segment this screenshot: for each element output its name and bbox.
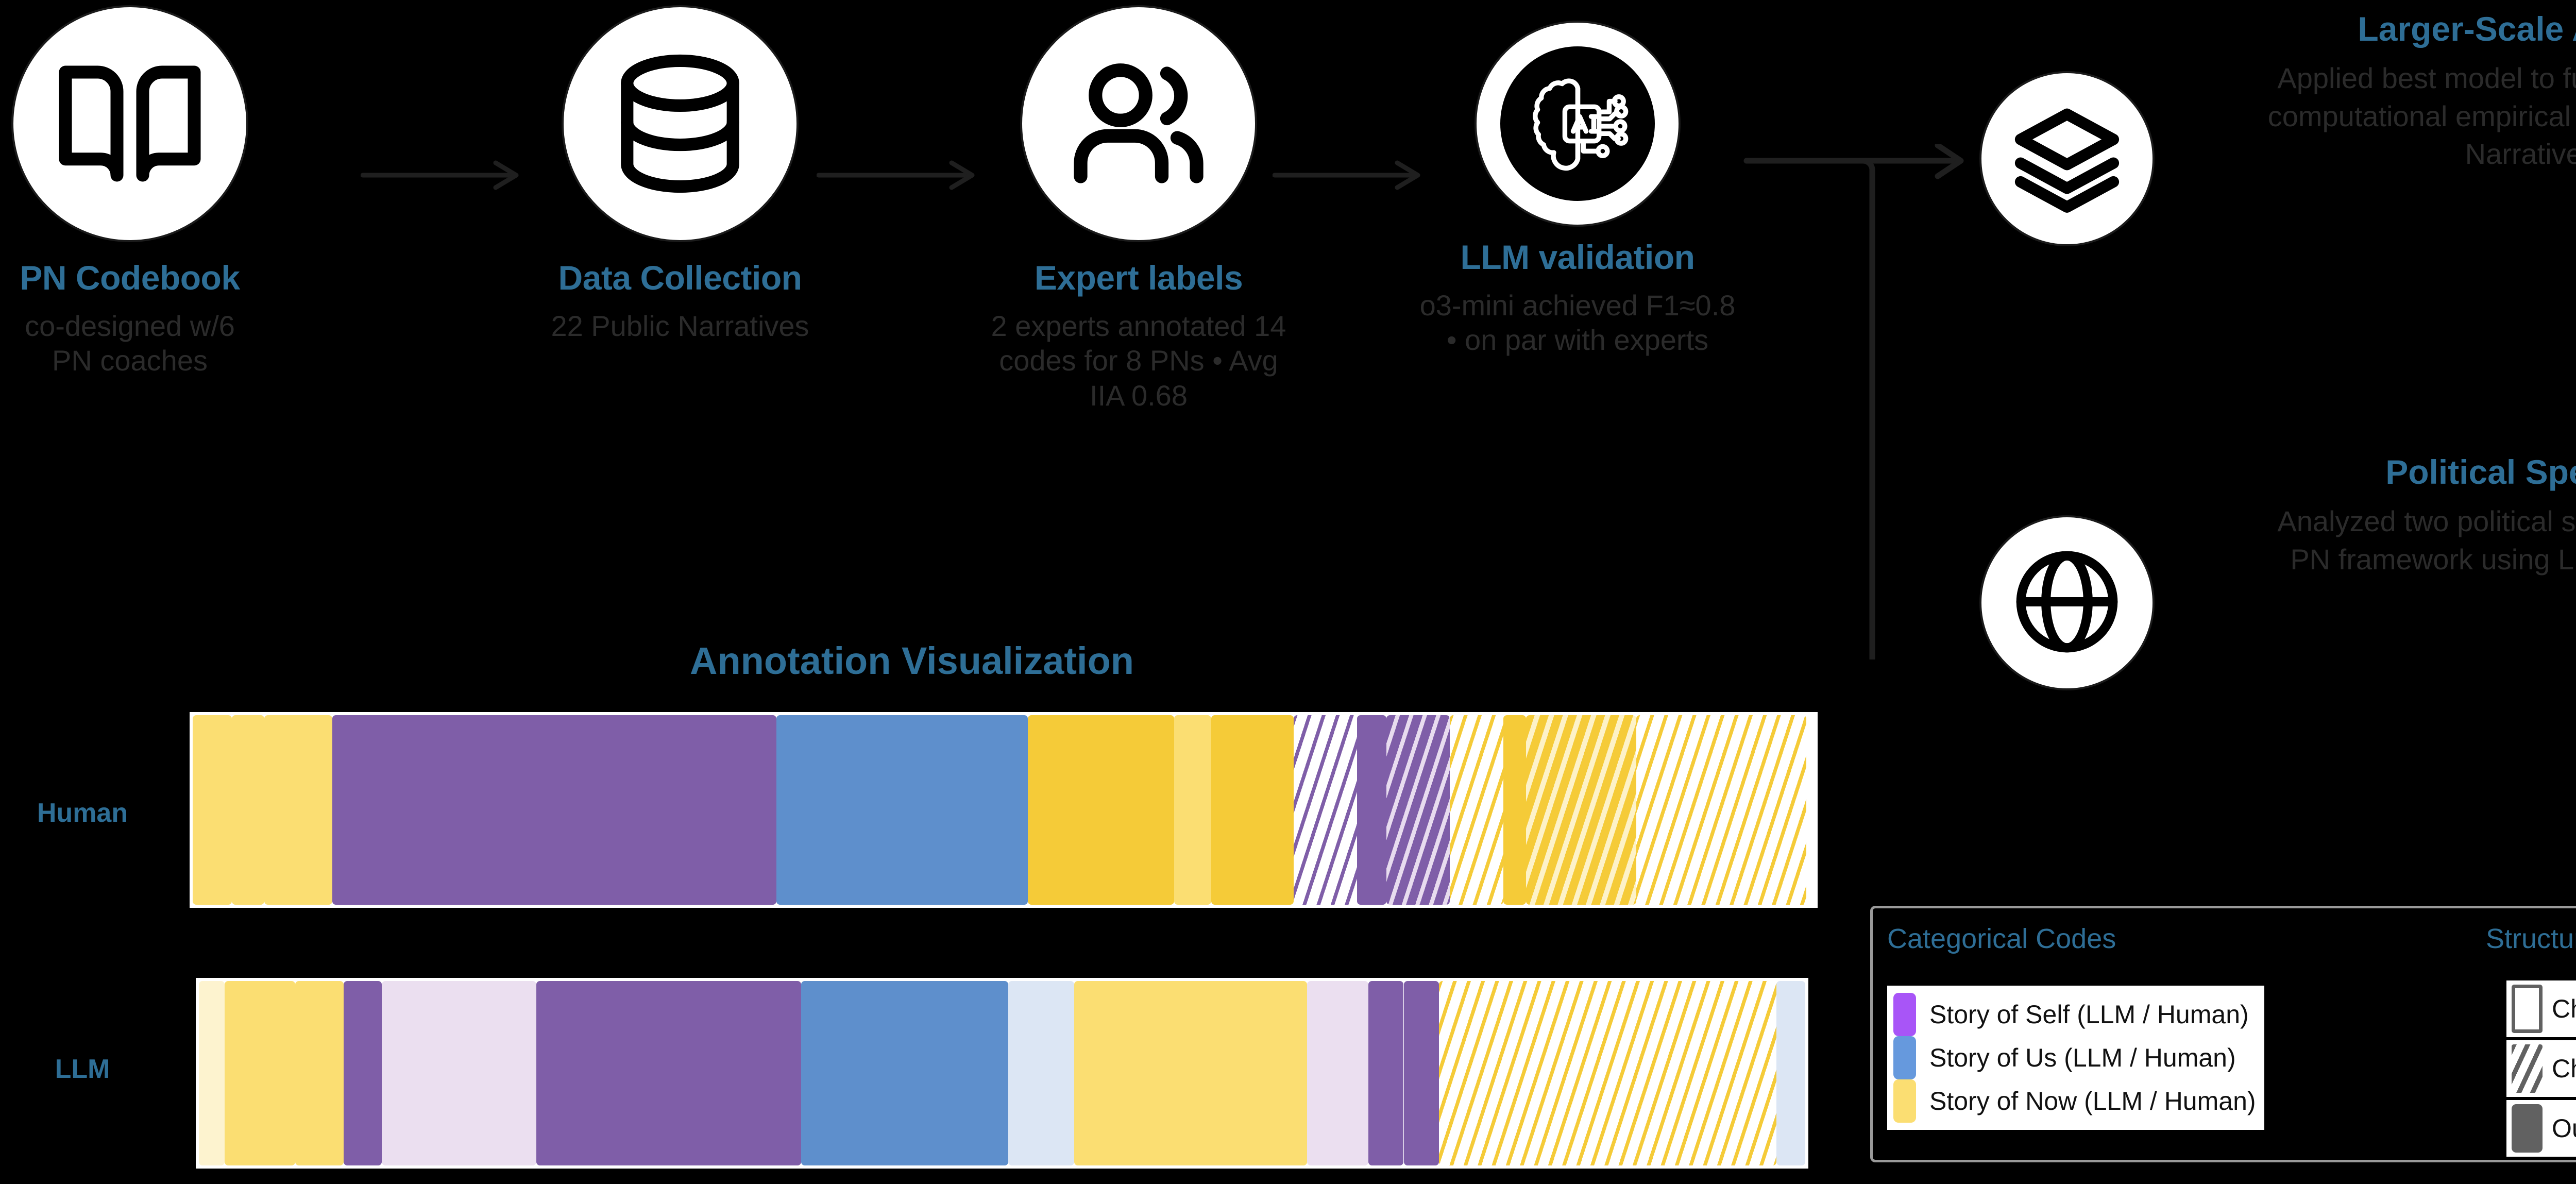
- annotation-bar-llm[interactable]: [196, 978, 1808, 1169]
- branch-subtitle: Analyzed two political speeches with the…: [2277, 504, 2576, 576]
- arrow-experts-to-llm: [1273, 160, 1427, 191]
- globe-icon-circle: [1979, 515, 2155, 690]
- branch-title: Larger-Scale Analysis: [2358, 10, 2576, 48]
- pipeline-step-title: Expert labels: [1034, 259, 1243, 297]
- legend-structural-list: Challenge Choice Outcome: [2506, 980, 2576, 1160]
- branch-subtitle: Applied best model to full PN dataset fo…: [2267, 61, 2576, 171]
- legend-label: Choice: [2552, 1054, 2576, 1083]
- annotation-segment: [1174, 715, 1211, 905]
- branch-political-speeches-text: Political Speeches Analyzed two politica…: [2262, 453, 2576, 578]
- pipeline-step-title: PN Codebook: [20, 259, 240, 297]
- legend-label: Story of Us (LLM / Human): [1929, 1043, 2236, 1072]
- legend-panel: Categorical Codes Structural Codes Story…: [1870, 906, 2576, 1162]
- annotation-segment: [801, 981, 1009, 1165]
- annotation-segment: [1357, 715, 1386, 905]
- legend-item-choice[interactable]: Choice: [2506, 1040, 2576, 1097]
- annotation-segment: [1386, 715, 1450, 905]
- legend-swatch-yellow: [1893, 1079, 1916, 1123]
- branch-political-speeches: [1979, 515, 2155, 690]
- globe-icon: [2008, 543, 2126, 663]
- legend-item-story-of-now[interactable]: Story of Now (LLM / Human): [1893, 1079, 2256, 1123]
- layers-stack-icon: [2008, 98, 2126, 219]
- legend-swatch-purple: [1893, 993, 1916, 1036]
- legend-label: Outcome: [2552, 1114, 2576, 1143]
- annotation-segment: [1403, 981, 1439, 1165]
- layers-stack-icon-circle: [1979, 71, 2155, 246]
- annotation-segment: [1211, 715, 1294, 905]
- legend-item-outcome[interactable]: Outcome: [2506, 1100, 2576, 1157]
- annotation-segment: [1307, 981, 1368, 1165]
- annotation-bar-human[interactable]: [190, 712, 1818, 908]
- annotation-segment: [193, 715, 232, 905]
- annotation-bar-human-segments: [193, 715, 1815, 905]
- legend-item-story-of-self[interactable]: Story of Self (LLM / Human): [1893, 993, 2256, 1036]
- branch-larger-scale-analysis-text: Larger-Scale Analysis Applied best model…: [2262, 10, 2576, 173]
- annotation-segment: [382, 981, 536, 1165]
- annotation-segment: [1008, 981, 1075, 1165]
- annotation-segment: [332, 715, 777, 905]
- people-icon-circle: [1020, 5, 1257, 242]
- annotation-visualization-title: Annotation Visualization: [690, 639, 1134, 682]
- pipeline-step-data-collection: Data Collection 22 Public Narratives: [515, 5, 845, 343]
- annotation-segment: [199, 981, 225, 1165]
- annotation-segment: [295, 981, 344, 1165]
- pipeline-step-title: Data Collection: [558, 259, 802, 297]
- pipeline-step-subtitle: 22 Public Narratives: [551, 310, 809, 343]
- annotation-segment: [231, 715, 264, 905]
- pipeline-step-subtitle: 2 experts annotated 14 codes for 8 PNs •…: [991, 310, 1286, 412]
- legend-categorical-list: Story of Self (LLM / Human) Story of Us …: [1887, 986, 2264, 1130]
- legend-swatch-solid-gray: [2512, 1104, 2543, 1153]
- pipeline-step-subtitle: o3-mini achieved F1≈0.8 • on par with ex…: [1419, 289, 1736, 357]
- legend-label: Story of Self (LLM / Human): [1929, 1000, 2249, 1029]
- legend-heading-structural: Structural Codes: [2486, 923, 2576, 954]
- open-book-icon-circle: [11, 5, 248, 242]
- legend-swatch-outline: [2512, 985, 2543, 1033]
- annotation-segment: [536, 981, 802, 1165]
- legend-heading-categorical: Categorical Codes: [1887, 923, 2116, 954]
- branching-connector: [1741, 144, 1984, 659]
- pipeline-step-title: LLM validation: [1460, 238, 1696, 276]
- annotation-bar-llm-segments: [199, 981, 1805, 1165]
- annotation-segment: [1636, 715, 1807, 905]
- arrow-collection-to-experts: [817, 160, 981, 191]
- viz-row-label-human: Human: [37, 798, 128, 828]
- legend-swatch-blue: [1893, 1036, 1916, 1079]
- viz-row-label-llm: LLM: [55, 1054, 110, 1084]
- legend-label: Story of Now (LLM / Human): [1929, 1087, 2256, 1115]
- annotation-segment: [776, 715, 1028, 905]
- ai-brain-chip-icon: [1500, 46, 1655, 201]
- open-book-icon: [53, 46, 207, 201]
- pipeline-step-subtitle: co-designed w/6 PN coaches: [25, 310, 235, 377]
- annotation-segment: [1028, 715, 1174, 905]
- annotation-segment: [343, 981, 382, 1165]
- pipeline-step-pn-codebook: PN Codebook co-designed w/6 PN coaches: [0, 5, 295, 378]
- legend-swatch-hatch: [2512, 1044, 2543, 1093]
- branch-title: Political Speeches: [2385, 453, 2576, 491]
- pipeline-step-expert-labels: Expert labels 2 experts annotated 14 cod…: [974, 5, 1303, 413]
- pipeline-step-llm-validation: LLM validation o3-mini achieved F1≈0.8 •…: [1413, 5, 1742, 358]
- annotation-segment: [1074, 981, 1308, 1165]
- annotation-segment: [224, 981, 296, 1165]
- legend-item-challenge[interactable]: Challenge: [2506, 980, 2576, 1037]
- ai-brain-chip-icon-circle: [1475, 21, 1681, 227]
- branch-larger-scale-analysis: [1979, 71, 2155, 246]
- database-icon-circle: [562, 5, 799, 242]
- annotation-segment: [1294, 715, 1358, 905]
- legend-item-story-of-us[interactable]: Story of Us (LLM / Human): [1893, 1036, 2256, 1079]
- annotation-segment: [1526, 715, 1636, 905]
- annotation-segment: [1368, 981, 1404, 1165]
- annotation-segment: [1503, 715, 1526, 905]
- database-icon: [605, 49, 755, 198]
- annotation-segment: [1439, 981, 1776, 1165]
- annotation-segment: [264, 715, 332, 905]
- legend-label: Challenge: [2552, 994, 2576, 1023]
- annotation-segment: [1449, 715, 1503, 905]
- arrow-codebook-to-collection: [361, 160, 526, 191]
- people-icon: [1061, 46, 1216, 201]
- annotation-segment: [1776, 981, 1805, 1165]
